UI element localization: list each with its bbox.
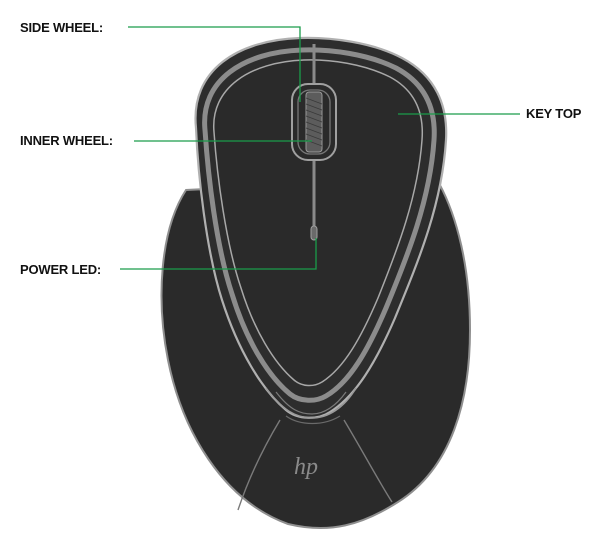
power-led	[311, 226, 317, 240]
hp-logo: hp	[294, 454, 318, 480]
label-power-led: POWER LED:	[20, 263, 101, 277]
label-inner-wheel: INNER WHEEL:	[20, 134, 113, 148]
label-side-wheel: SIDE WHEEL:	[20, 21, 103, 35]
label-key-top: KEY TOP	[526, 107, 581, 121]
